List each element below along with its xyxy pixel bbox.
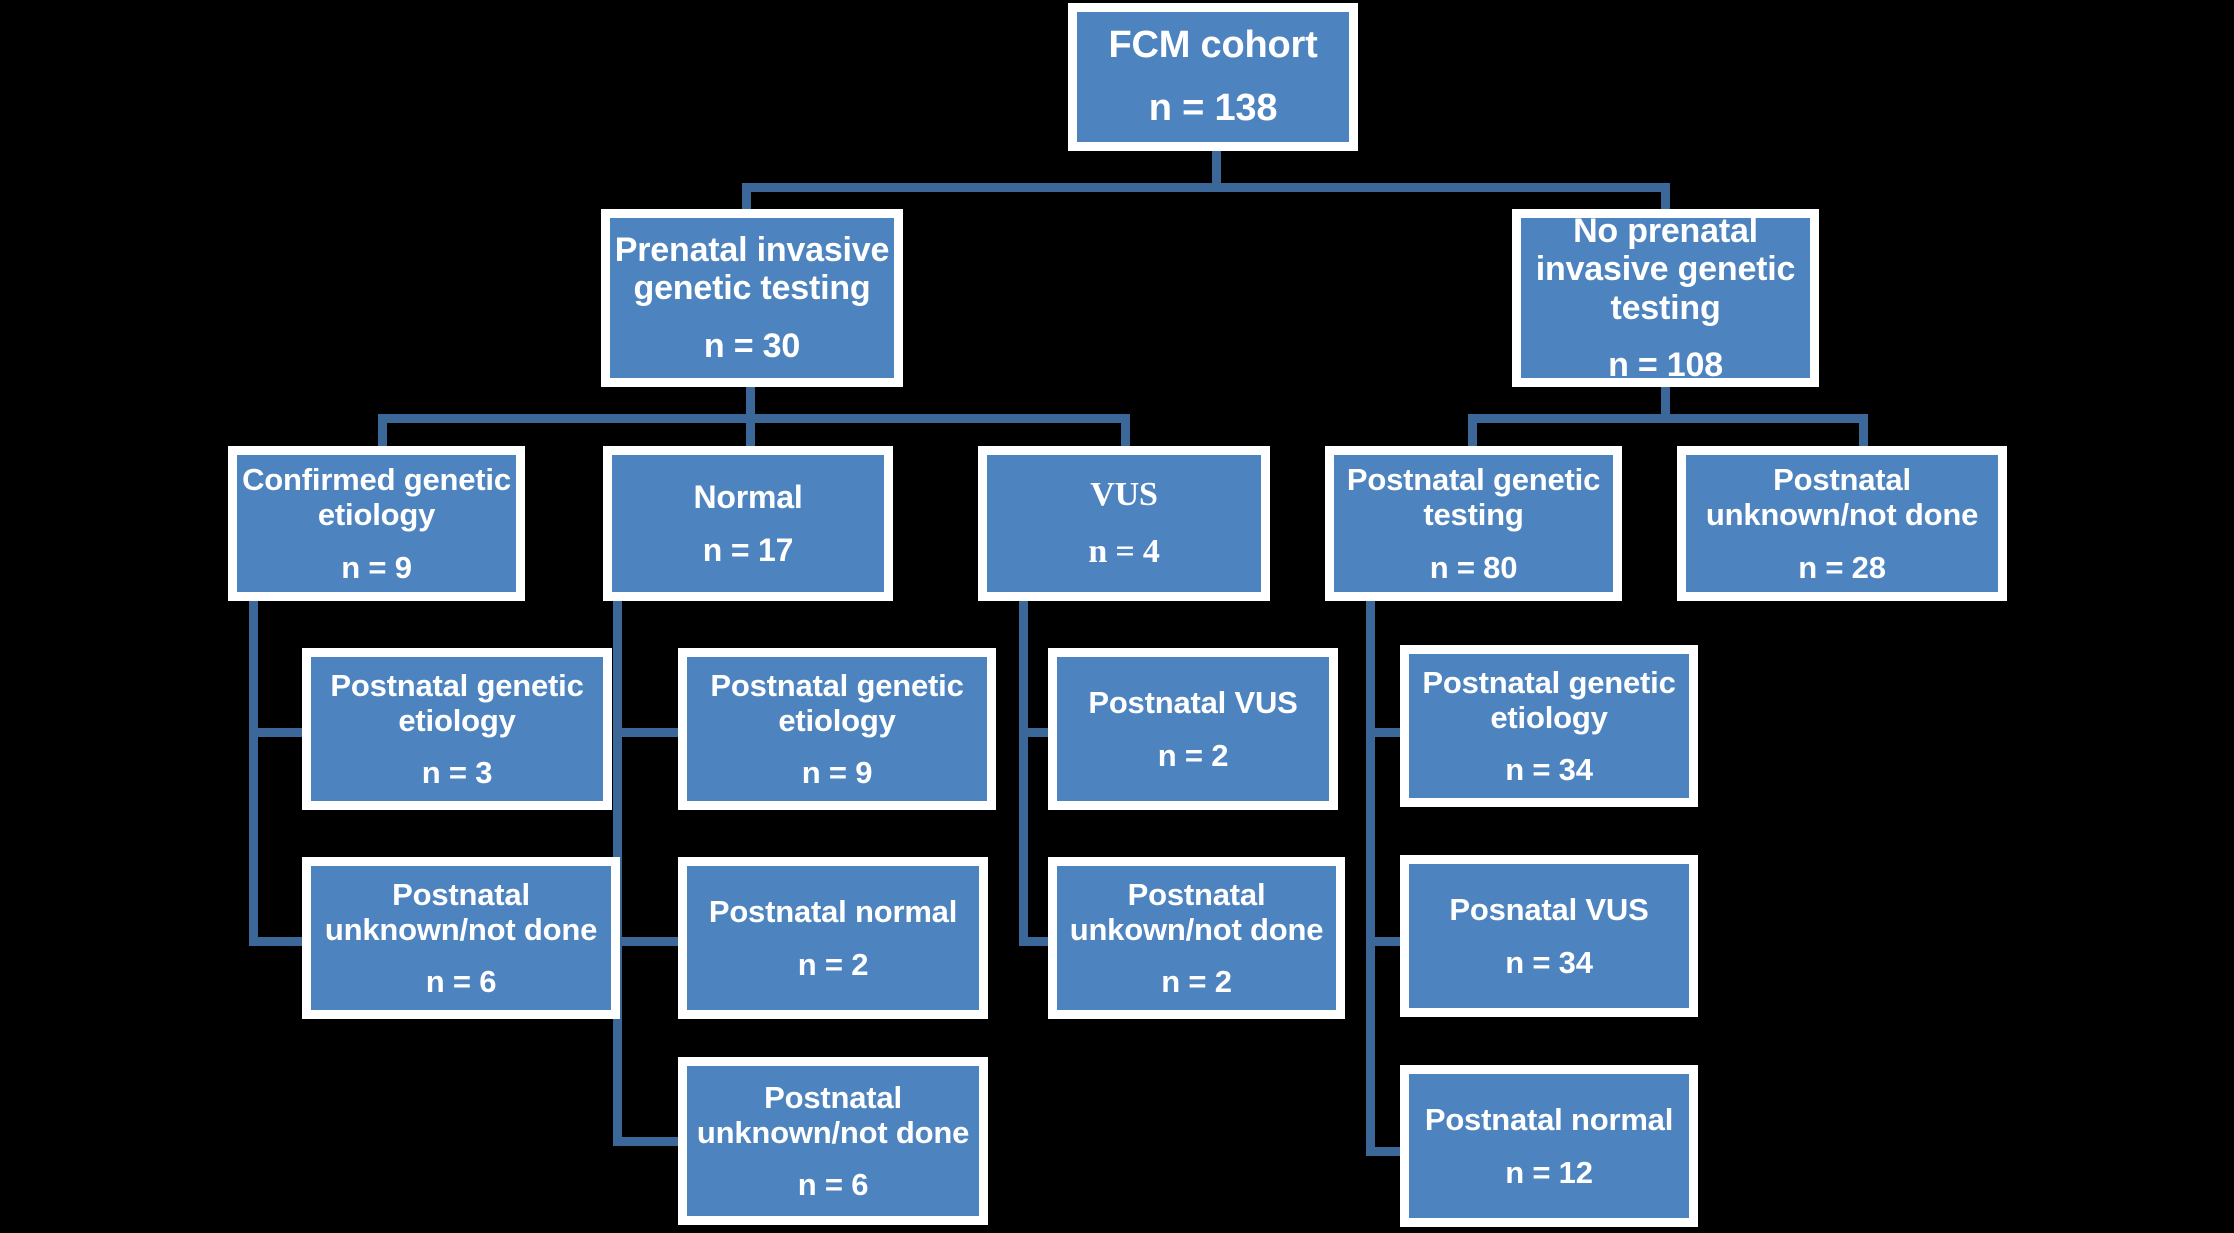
connector-no-prenatal-drop bbox=[1661, 183, 1670, 215]
connector-root-stem bbox=[1212, 148, 1221, 190]
connector-confirmed-spine bbox=[249, 594, 258, 946]
node-root-count: n = 138 bbox=[1148, 87, 1278, 130]
node-confirmed-etiology-count: n = 9 bbox=[341, 549, 412, 585]
connector-prenatal-stem bbox=[746, 382, 755, 418]
node-normal-postnatal-etiology-count: n = 9 bbox=[801, 755, 873, 791]
connector-confirmed-drop bbox=[378, 414, 387, 452]
node-vus-title: VUS bbox=[1090, 475, 1158, 513]
node-root-title: FCM cohort bbox=[1108, 23, 1318, 66]
node-confirmed-postnatal-unknown[interactable]: Postnatal unknown/not done n = 6 bbox=[302, 857, 620, 1019]
node-postnatal-vus-title: Posnatal VUS bbox=[1449, 892, 1649, 928]
node-postnatal-etiology-count: n = 34 bbox=[1505, 752, 1593, 788]
connector-postnatal-unknown-drop bbox=[1859, 414, 1868, 452]
connector-prenatal-drop bbox=[742, 183, 751, 215]
node-postnatal-testing-count: n = 80 bbox=[1429, 549, 1518, 585]
connector-postnatal-leaf2 bbox=[1366, 937, 1404, 946]
node-postnatal-vus-count: n = 34 bbox=[1505, 944, 1593, 980]
node-normal[interactable]: Normal n = 17 bbox=[603, 446, 893, 601]
node-postnatal-testing-title: Postnatal genetic testing bbox=[1346, 462, 1601, 533]
node-confirmed-postnatal-unknown-count: n = 6 bbox=[425, 964, 497, 1000]
node-normal-postnatal-unknown-count: n = 6 bbox=[797, 1167, 869, 1203]
node-postnatal-testing[interactable]: Postnatal genetic testing n = 80 bbox=[1325, 446, 1622, 601]
node-postnatal-normal-count: n = 12 bbox=[1505, 1154, 1593, 1190]
node-vus-count: n = 4 bbox=[1088, 532, 1160, 570]
node-no-prenatal-testing-count: n = 108 bbox=[1608, 345, 1723, 384]
connector-normal-drop bbox=[746, 414, 755, 452]
node-normal-title: Normal bbox=[693, 478, 803, 515]
connector-vus-leaf1 bbox=[1019, 728, 1052, 737]
node-postnatal-vus[interactable]: Posnatal VUS n = 34 bbox=[1400, 855, 1698, 1017]
node-vus[interactable]: VUS n = 4 bbox=[978, 446, 1270, 601]
node-vus-postnatal-vus-count: n = 2 bbox=[1157, 737, 1229, 773]
connector-no-prenatal-stem bbox=[1661, 382, 1670, 418]
node-postnatal-unknown-right-count: n = 28 bbox=[1798, 549, 1886, 585]
connector-vus-spine bbox=[1019, 594, 1028, 946]
node-normal-postnatal-unknown[interactable]: Postnatal unknown/not done n = 6 bbox=[678, 1057, 988, 1225]
connector-postnatal-spine bbox=[1366, 594, 1375, 1156]
node-normal-postnatal-etiology-title: Postnatal genetic etiology bbox=[710, 667, 964, 738]
connector-normal-leaf2 bbox=[613, 937, 681, 946]
connector-postnatal-leaf3 bbox=[1366, 1147, 1404, 1156]
connector-postnatal-testing-drop bbox=[1468, 414, 1477, 452]
connector-normal-leaf3 bbox=[613, 1137, 681, 1146]
node-prenatal-testing-count: n = 30 bbox=[703, 326, 801, 365]
node-confirmed-postnatal-etiology[interactable]: Postnatal genetic etiology n = 3 bbox=[302, 648, 612, 810]
node-vus-postnatal-unknown[interactable]: Postnatal unkown/not done n = 2 bbox=[1048, 857, 1345, 1019]
connector-normal-leaf1 bbox=[613, 728, 681, 737]
connector-vus-leaf2 bbox=[1019, 937, 1052, 946]
node-confirmed-postnatal-unknown-title: Postnatal unknown/not done bbox=[324, 876, 598, 947]
node-prenatal-testing-title: Prenatal invasive genetic testing bbox=[614, 231, 890, 308]
node-vus-postnatal-vus[interactable]: Postnatal VUS n = 2 bbox=[1048, 648, 1338, 810]
node-confirmed-postnatal-etiology-count: n = 3 bbox=[421, 755, 493, 791]
connector-postnatal-leaf1 bbox=[1366, 728, 1404, 737]
node-normal-count: n = 17 bbox=[702, 532, 794, 569]
node-postnatal-unknown-right[interactable]: Postnatal unknown/not done n = 28 bbox=[1677, 446, 2007, 601]
node-confirmed-postnatal-etiology-title: Postnatal genetic etiology bbox=[330, 667, 584, 738]
connector-no-prenatal-bus bbox=[1468, 414, 1868, 423]
connector-confirmed-leaf2 bbox=[249, 937, 312, 946]
node-normal-postnatal-unknown-title: Postnatal unknown/not done bbox=[696, 1079, 970, 1150]
node-normal-postnatal-normal-count: n = 2 bbox=[797, 946, 869, 982]
node-no-prenatal-testing[interactable]: No prenatal invasive genetic testing n =… bbox=[1512, 209, 1819, 387]
node-postnatal-normal-title: Postnatal normal bbox=[1424, 1102, 1674, 1138]
node-vus-postnatal-unknown-title: Postnatal unkown/not done bbox=[1069, 876, 1324, 947]
node-confirmed-etiology-title: Confirmed genetic etiology bbox=[242, 462, 511, 533]
node-postnatal-etiology-title: Postnatal genetic etiology bbox=[1422, 664, 1676, 735]
node-prenatal-testing[interactable]: Prenatal invasive genetic testing n = 30 bbox=[601, 209, 903, 387]
node-postnatal-etiology[interactable]: Postnatal genetic etiology n = 34 bbox=[1400, 645, 1698, 807]
node-vus-postnatal-unknown-count: n = 2 bbox=[1161, 964, 1232, 1000]
node-root[interactable]: FCM cohort n = 138 bbox=[1068, 3, 1358, 151]
connector-level2-bus bbox=[742, 183, 1670, 192]
node-normal-postnatal-normal[interactable]: Postnatal normal n = 2 bbox=[678, 857, 988, 1019]
node-vus-postnatal-vus-title: Postnatal VUS bbox=[1088, 685, 1298, 721]
node-no-prenatal-testing-title: No prenatal invasive genetic testing bbox=[1535, 211, 1796, 327]
connector-confirmed-leaf1 bbox=[249, 728, 312, 737]
node-postnatal-normal[interactable]: Postnatal normal n = 12 bbox=[1400, 1065, 1698, 1227]
node-normal-postnatal-etiology[interactable]: Postnatal genetic etiology n = 9 bbox=[678, 648, 996, 810]
node-normal-postnatal-normal-title: Postnatal normal bbox=[708, 894, 958, 930]
node-postnatal-unknown-right-title: Postnatal unknown/not done bbox=[1705, 462, 1979, 533]
node-confirmed-etiology[interactable]: Confirmed genetic etiology n = 9 bbox=[228, 446, 525, 601]
connector-vus-drop bbox=[1121, 414, 1130, 452]
